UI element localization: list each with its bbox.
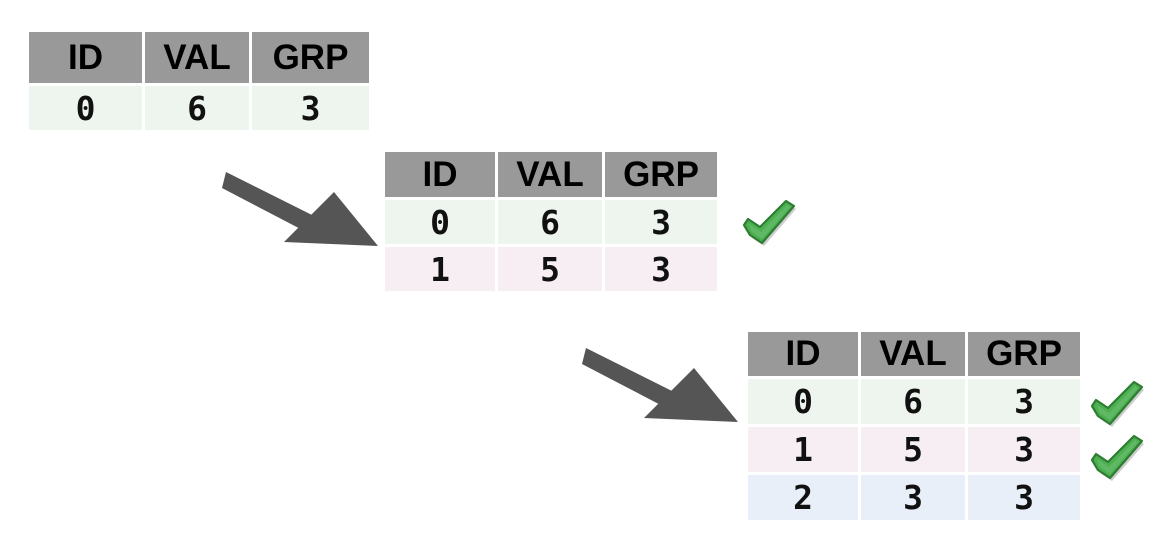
table-header-row: ID VAL GRP bbox=[29, 32, 369, 83]
cell-val: 3 bbox=[861, 475, 965, 520]
check-icon bbox=[1088, 380, 1150, 428]
cell-grp: 3 bbox=[968, 427, 1080, 472]
cell-val: 6 bbox=[861, 379, 965, 424]
cell-id: 1 bbox=[385, 247, 495, 291]
arrow-step-2-to-3 bbox=[582, 336, 742, 426]
table-row: 1 5 3 bbox=[385, 247, 717, 291]
table-row: 0 6 3 bbox=[748, 379, 1080, 424]
column-header-grp: GRP bbox=[968, 332, 1080, 376]
cell-val: 5 bbox=[498, 247, 602, 291]
column-header-val: VAL bbox=[498, 152, 602, 197]
column-header-val: VAL bbox=[861, 332, 965, 376]
cell-id: 1 bbox=[748, 427, 858, 472]
table-row: 1 5 3 bbox=[748, 427, 1080, 472]
cell-id: 0 bbox=[748, 379, 858, 424]
column-header-val: VAL bbox=[145, 32, 249, 83]
table-header-row: ID VAL GRP bbox=[748, 332, 1080, 376]
cell-grp: 3 bbox=[605, 200, 717, 244]
column-header-id: ID bbox=[385, 152, 495, 197]
table-step-1: ID VAL GRP 0 6 3 bbox=[29, 32, 369, 130]
table-row: 0 6 3 bbox=[385, 200, 717, 244]
cell-val: 6 bbox=[498, 200, 602, 244]
cell-grp: 3 bbox=[605, 247, 717, 291]
table-header-row: ID VAL GRP bbox=[385, 152, 717, 197]
check-icon bbox=[1088, 434, 1150, 482]
table-step-3: ID VAL GRP 0 6 3 1 5 3 2 3 3 bbox=[748, 332, 1080, 520]
column-header-id: ID bbox=[29, 32, 142, 83]
cell-grp: 3 bbox=[252, 86, 369, 130]
cell-id: 2 bbox=[748, 475, 858, 520]
table-row: 0 6 3 bbox=[29, 86, 369, 130]
column-header-grp: GRP bbox=[252, 32, 369, 83]
table-row: 2 3 3 bbox=[748, 475, 1080, 520]
cell-id: 0 bbox=[385, 200, 495, 244]
cell-id: 0 bbox=[29, 86, 142, 130]
check-icon bbox=[740, 199, 802, 247]
column-header-id: ID bbox=[748, 332, 858, 376]
cell-grp: 3 bbox=[968, 379, 1080, 424]
arrow-step-1-to-2 bbox=[222, 160, 382, 250]
cell-val: 5 bbox=[861, 427, 965, 472]
cell-grp: 3 bbox=[968, 475, 1080, 520]
cell-val: 6 bbox=[145, 86, 249, 130]
column-header-grp: GRP bbox=[605, 152, 717, 197]
table-step-2: ID VAL GRP 0 6 3 1 5 3 bbox=[385, 152, 717, 291]
